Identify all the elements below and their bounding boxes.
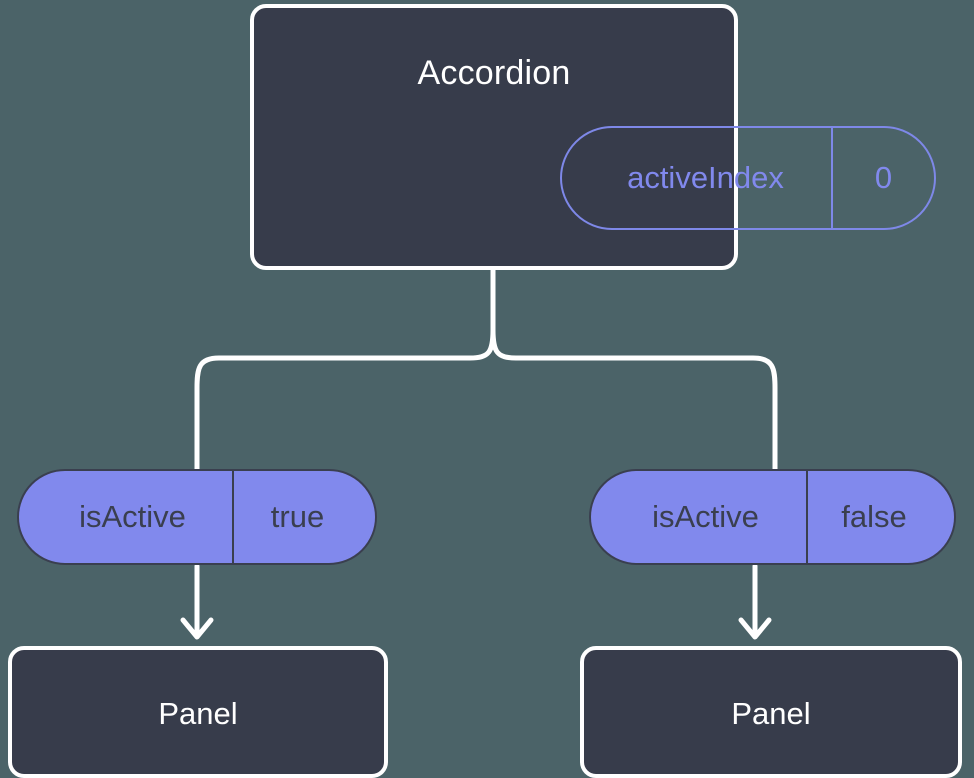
isactive-true-prop-value: true: [232, 471, 375, 563]
panel-node-right[interactable]: Panel: [580, 646, 962, 778]
branch-line-left: [194, 327, 496, 472]
isactive-false-prop-key: isActive: [652, 499, 759, 534]
arrow-head-right: [738, 617, 772, 640]
panel-right-title: Panel: [731, 696, 811, 731]
branch-line-right: [490, 327, 778, 472]
activeindex-prop-value: 0: [831, 128, 934, 228]
isactive-true-prop-pill[interactable]: isActive true: [17, 469, 377, 565]
isactive-false-prop-value: false: [806, 471, 954, 563]
panel-node-left[interactable]: Panel: [8, 646, 388, 778]
accordion-node[interactable]: Accordion activeIndex 0: [250, 4, 936, 270]
panel-left-title: Panel: [158, 696, 238, 731]
accordion-title: Accordion: [417, 54, 571, 92]
isactive-false-prop-pill[interactable]: isActive false: [589, 469, 956, 565]
activeindex-prop-pill[interactable]: activeIndex 0: [560, 126, 936, 230]
isactive-true-prop-key: isActive: [79, 499, 186, 534]
activeindex-prop-key: activeIndex: [627, 160, 784, 195]
arrow-head-left: [180, 617, 214, 640]
